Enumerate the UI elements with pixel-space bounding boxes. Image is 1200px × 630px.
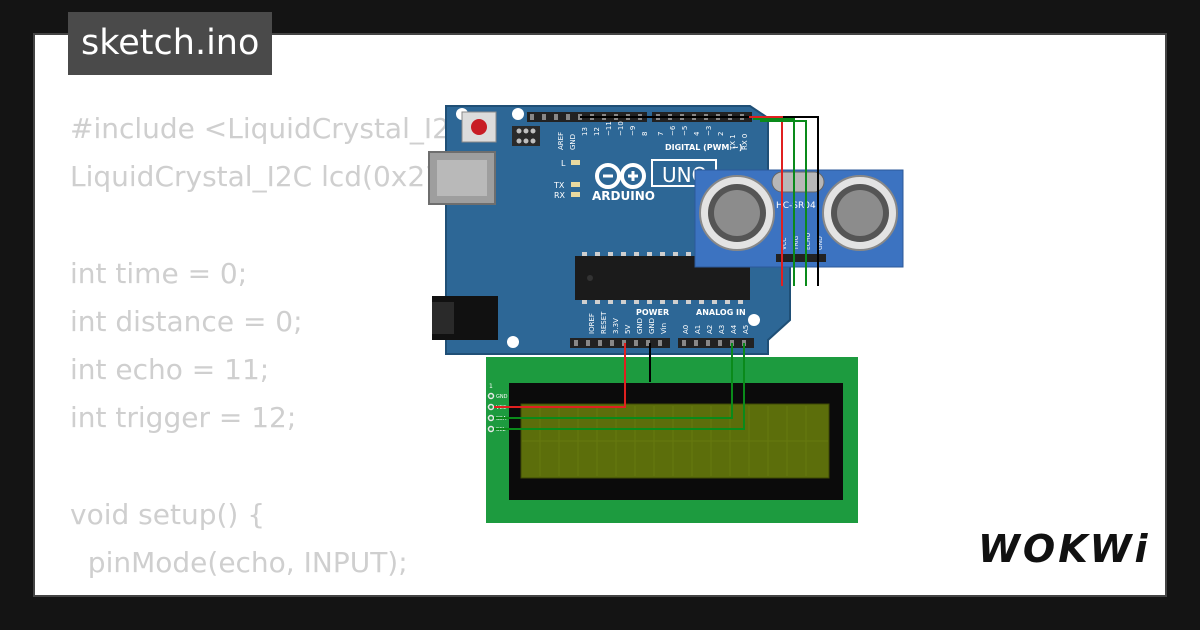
code-line: pinMode(trigger, OUTPUT);: [70, 587, 552, 595]
pin-label: RX 0: [741, 134, 749, 150]
pin-label: A5: [742, 325, 750, 334]
pin-label: 3.3V: [612, 318, 620, 334]
pin-label: ~10: [617, 121, 625, 136]
pin-label: A3: [718, 325, 726, 334]
pin-label: 12: [593, 127, 601, 136]
pin-label: VCC: [781, 238, 788, 250]
file-tab[interactable]: sketch.ino: [68, 12, 273, 75]
pin-label: GND: [817, 236, 824, 250]
pin-label: A1: [694, 325, 702, 334]
board-brand: ARDUINO: [592, 189, 655, 203]
led-label: RX: [554, 191, 566, 200]
wire-red-vcc-sensor: [749, 116, 783, 286]
reset-button[interactable]: [461, 111, 497, 143]
power-label: POWER: [636, 308, 669, 317]
pin-label: A2: [706, 325, 714, 334]
lcd-1602-i2c: 1 GND VCC SDA SCL: [486, 357, 858, 523]
code-preview: #include <LiquidCrystal_I2C.h>LiquidCrys…: [70, 105, 552, 595]
digital-label: DIGITAL (PWM ~): [665, 143, 743, 152]
pin-label: ~11: [605, 121, 613, 136]
pin-label: GND: [648, 318, 656, 334]
wire-green-echo: [760, 120, 807, 286]
led-label: L: [561, 159, 566, 168]
pin-label: ~3: [705, 126, 713, 136]
pin-label: ~6: [669, 125, 677, 136]
pin-label: ECHO: [805, 233, 812, 250]
arduino-uno-board: AREF GND 13 12 ~11 ~10 ~9 8 7 ~6 ~5 4 ~3…: [428, 105, 791, 355]
led-rx: [571, 192, 580, 197]
pin-label: IOREF: [588, 313, 596, 334]
pin-label: GND: [636, 318, 644, 334]
pin-label: 8: [641, 132, 649, 136]
pin-label: A4: [730, 324, 738, 334]
pin-label: GND: [569, 134, 577, 150]
code-line: void setup() {: [70, 497, 266, 531]
led-l: [571, 160, 580, 165]
pin-label: Vin: [660, 323, 668, 334]
led-tx: [571, 182, 580, 187]
pin-label: 4: [693, 131, 701, 136]
pin-label: GND: [496, 394, 508, 400]
code-line: int distance = 0;: [70, 304, 303, 338]
wire-green-lcd-scl: [494, 343, 745, 430]
code-line: pinMode(echo, INPUT);: [70, 545, 408, 579]
code-line: int echo = 11;: [70, 352, 270, 386]
pin-label: A0: [682, 325, 690, 334]
pin-label: 5V: [624, 325, 632, 334]
circuit-diagram: AREF GND 13 12 ~11 ~10 ~9 8 7 ~6 ~5 4 ~3…: [428, 105, 904, 523]
power-jack: [432, 296, 498, 340]
wokwi-logo: WOKWi: [978, 527, 1151, 571]
pin-one-label: 1: [489, 383, 493, 390]
pin-label: ~9: [629, 126, 637, 136]
pin-label: 2: [717, 132, 725, 136]
pin-label: AREF: [557, 132, 565, 150]
pin-label: ~5: [681, 126, 689, 136]
pin-label: 13: [581, 127, 589, 136]
code-line: int trigger = 12;: [70, 401, 297, 435]
arduino-logo-icon: [595, 163, 646, 189]
wires: [494, 116, 819, 430]
sensor-model: HC-SR04: [776, 201, 816, 211]
wire-black-gnd-sensor: [580, 116, 819, 286]
pin-label: TX 1: [729, 134, 737, 151]
wokwi-logo-text: WOKWi: [978, 527, 1151, 571]
led-label: TX: [553, 181, 565, 190]
hc-sr04-sensor: HC-SR04 VCC TRIG ECHO GND: [694, 169, 904, 268]
wire-green-lcd-sda: [494, 343, 733, 419]
pin-label: TRIG: [793, 235, 800, 251]
icsp-header: [512, 126, 540, 146]
power-header: [570, 338, 754, 348]
wire-green-trig: [753, 118, 795, 286]
usb-connector: [428, 151, 496, 205]
pin-label: 7: [657, 132, 665, 136]
analog-label: ANALOG IN: [696, 308, 746, 317]
pin-label: RESET: [600, 311, 608, 334]
wire-red-lcd-vcc: [494, 343, 626, 408]
code-line: int time = 0;: [70, 256, 248, 290]
